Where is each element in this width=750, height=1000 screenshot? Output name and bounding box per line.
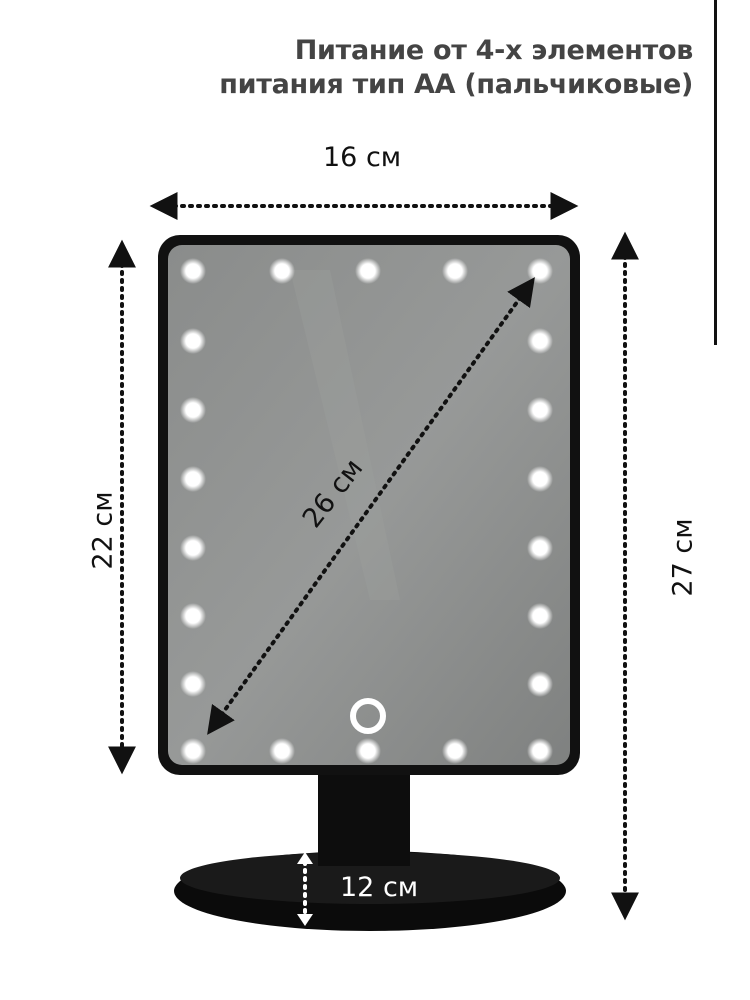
- led-bulb: [180, 535, 206, 561]
- mirror-height-label: 22 см: [87, 491, 119, 570]
- led-bulb: [180, 603, 206, 629]
- led-bulb: [180, 671, 206, 697]
- led-bulb: [527, 258, 553, 284]
- diagonal-dimension-arrow: [207, 277, 535, 735]
- led-bulb: [527, 535, 553, 561]
- led-bulb: [355, 738, 381, 764]
- led-bulb: [180, 258, 206, 284]
- led-bulb: [269, 738, 295, 764]
- battery-info-heading: Питание от 4-х элементов питания тип АА …: [219, 34, 693, 102]
- stand-height-label: 12 см: [340, 872, 419, 903]
- led-bulb: [180, 328, 206, 354]
- led-bulb: [527, 397, 553, 423]
- led-bulb: [180, 466, 206, 492]
- battery-info-line-1: Питание от 4-х элементов: [294, 35, 694, 66]
- led-bulb: [527, 671, 553, 697]
- led-bulb: [442, 738, 468, 764]
- led-bulb: [269, 258, 295, 284]
- total-height-label: 27 см: [667, 518, 699, 597]
- led-bulb: [527, 466, 553, 492]
- led-bulb: [527, 738, 553, 764]
- stand-arrow-head-top: [297, 852, 313, 864]
- led-bulb: [180, 738, 206, 764]
- mirror-base-highlight: [180, 852, 560, 904]
- side-divider-line: [714, 0, 717, 345]
- stand-arrow-head-bottom: [297, 914, 313, 926]
- led-bulb: [355, 258, 381, 284]
- led-bulb: [527, 328, 553, 354]
- battery-info-line-2: питания тип АА (пальчиковые): [219, 69, 693, 100]
- mirror-neck: [318, 770, 410, 866]
- led-bulb: [442, 258, 468, 284]
- width-label: 16 см: [323, 142, 402, 173]
- led-bulb: [527, 603, 553, 629]
- led-bulb: [180, 397, 206, 423]
